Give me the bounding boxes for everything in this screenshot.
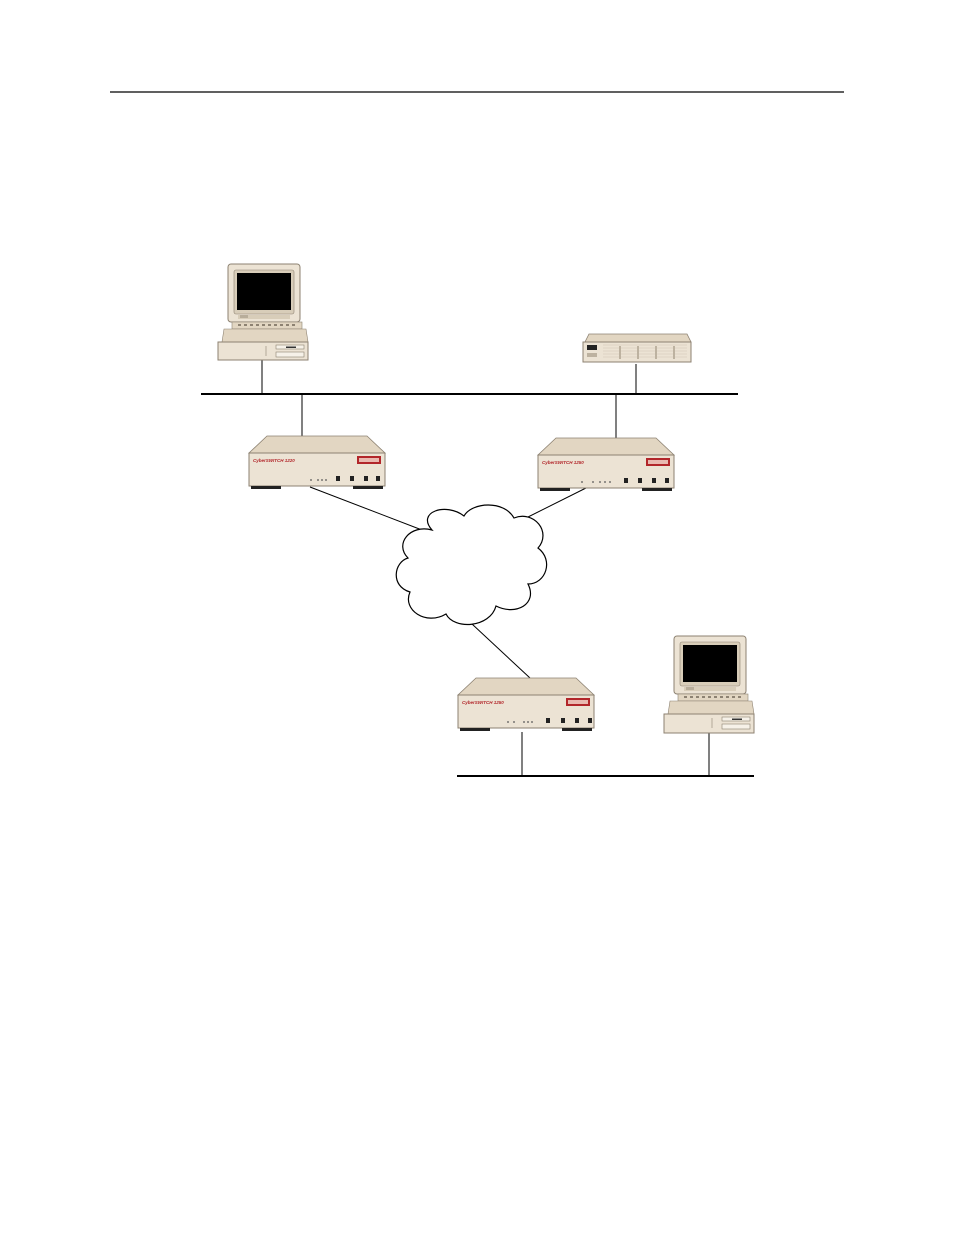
desktop-computer-icon xyxy=(218,264,308,360)
router-brand-label: CyberSWITCH 1250 xyxy=(462,700,504,705)
router-brand-label: CyberSWITCH 1220 xyxy=(253,458,295,463)
desktop-computer-icon xyxy=(664,636,754,733)
cloud-icon xyxy=(396,505,546,624)
rack-server-icon xyxy=(583,334,691,362)
router-icon: CyberSWITCH 1250 xyxy=(458,678,594,731)
router-icon: CyberSWITCH 1220 xyxy=(249,436,385,489)
router-brand-label: CyberSWITCH 1250 xyxy=(542,460,584,465)
link-router-left-to-cloud xyxy=(310,487,422,530)
link-cloud-to-router-bottom xyxy=(472,624,530,678)
router-icon: CyberSWITCH 1250 xyxy=(538,438,674,491)
